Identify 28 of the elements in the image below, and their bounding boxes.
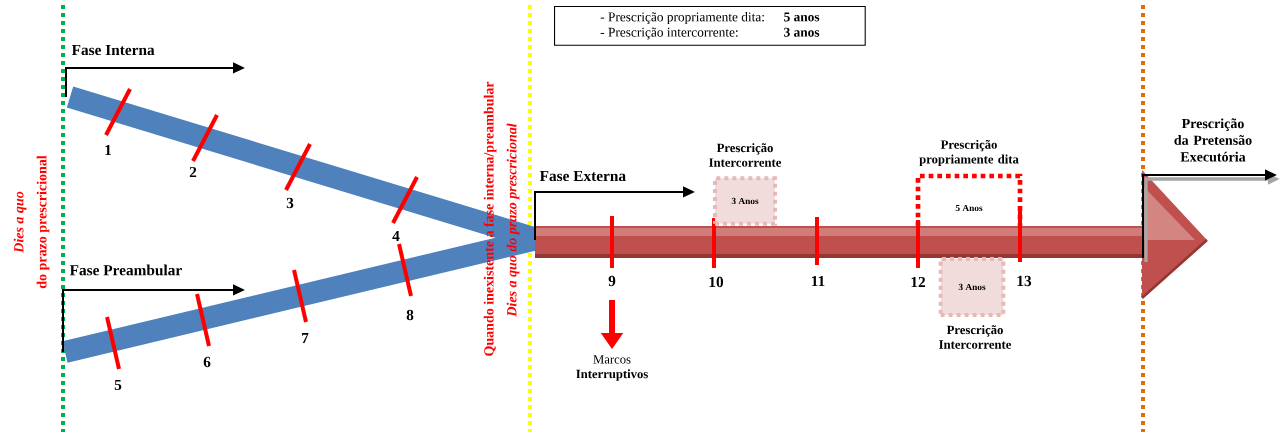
phase-label: Fase Interna — [71, 44, 155, 56]
phase-label: Fase Preambular — [69, 264, 182, 276]
tick-number: 2 — [189, 166, 197, 178]
tick-number: 8 — [406, 309, 414, 321]
period-box: 3 Anos — [938, 257, 1006, 317]
tick-number: 7 — [302, 332, 309, 343]
tick-number: 12 — [911, 276, 925, 288]
period-box: 3 Anos — [713, 176, 777, 226]
vertical-label: Dies a quo do prazo prescricional — [506, 123, 520, 317]
vertical-label: Dies a quo — [13, 191, 27, 253]
box-heading: Prescrição Intercorrente — [709, 143, 781, 167]
info-box: - Prescrição propriamente dita: 5 anos - Prescrição intercorrente: 3 anos — [554, 6, 866, 46]
tick-number: 4 — [392, 230, 400, 242]
note-text: Marcos Interruptivos — [576, 355, 648, 381]
side-heading: Prescrição da Pretensão Executória — [1174, 118, 1252, 162]
tick-number: 9 — [608, 275, 616, 287]
tick-number: 6 — [203, 356, 211, 368]
vertical-label: Quando inexistente a fase interna/preambular — [483, 81, 497, 356]
tick-number: 5 — [114, 379, 122, 391]
phase-label: Fase Externa — [539, 170, 626, 182]
tick-number: 3 — [286, 197, 294, 209]
period-box: 5 Anos — [915, 173, 1023, 226]
box-heading: Prescrição propriamente dita — [919, 139, 1019, 167]
box-heading: Prescrição Intercorrente — [939, 325, 1011, 349]
tick-number: 11 — [812, 275, 825, 287]
tick-number: 10 — [709, 276, 724, 288]
vertical-label: do prazo prescricional — [36, 155, 50, 289]
tick-number: 1 — [105, 144, 112, 156]
